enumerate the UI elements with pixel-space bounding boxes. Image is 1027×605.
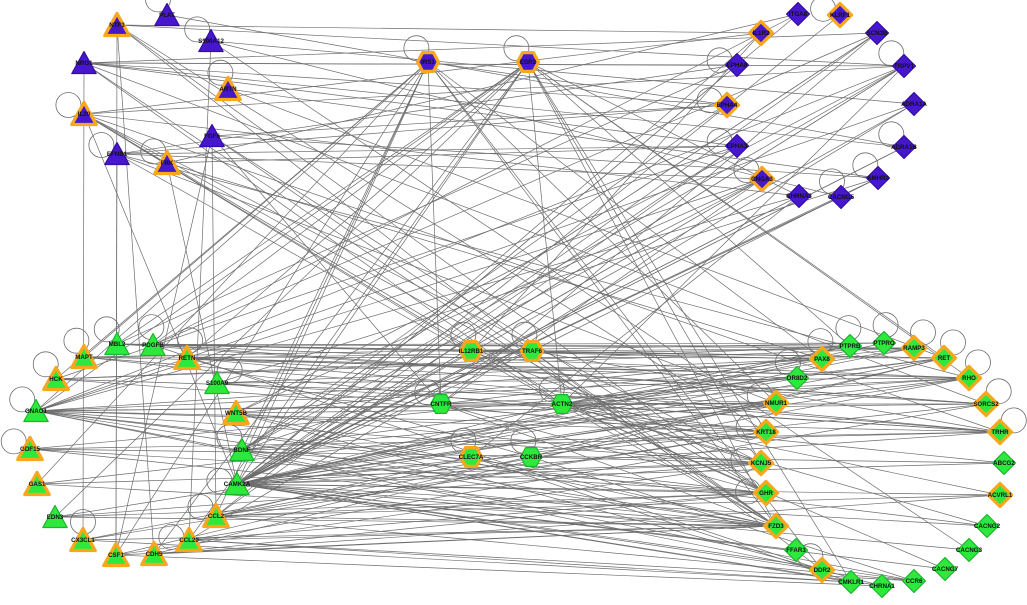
svg-text:CCKBR: CCKBR xyxy=(520,454,543,461)
svg-text:RETN: RETN xyxy=(179,355,196,362)
svg-text:IL12RB1: IL12RB1 xyxy=(459,348,484,355)
svg-text:CHRNA1: CHRNA1 xyxy=(869,583,895,590)
svg-text:ACVRL1: ACVRL1 xyxy=(988,492,1013,499)
svg-text:SCN3B: SCN3B xyxy=(867,30,889,37)
svg-text:TRPV1: TRPV1 xyxy=(894,63,915,70)
svg-text:CAMK2A: CAMK2A xyxy=(224,481,251,488)
svg-text:NMUR1: NMUR1 xyxy=(765,400,788,407)
svg-text:CHRNA3: CHRNA3 xyxy=(786,193,812,200)
svg-text:HCK: HCK xyxy=(49,376,63,383)
svg-text:CLEC7A: CLEC7A xyxy=(459,454,484,461)
svg-text:RAMP3: RAMP3 xyxy=(903,345,925,352)
svg-text:CCR6: CCR6 xyxy=(906,578,923,585)
svg-text:EPHA4: EPHA4 xyxy=(717,102,738,109)
svg-text:AMHR2: AMHR2 xyxy=(867,175,890,182)
svg-text:CMKLR1: CMKLR1 xyxy=(838,579,864,586)
svg-text:KLRF1: KLRF1 xyxy=(830,12,850,19)
svg-text:CACNG2: CACNG2 xyxy=(974,523,1001,530)
svg-text:ACTN2: ACTN2 xyxy=(552,401,573,408)
svg-text:ADRA1A: ADRA1A xyxy=(901,101,927,108)
svg-text:ESR2: ESR2 xyxy=(520,59,537,66)
svg-text:PTPRB: PTPRB xyxy=(840,343,862,350)
svg-text:FGF6: FGF6 xyxy=(204,133,220,140)
svg-text:ABCG2: ABCG2 xyxy=(993,460,1015,467)
svg-text:CACNG7: CACNG7 xyxy=(932,566,959,573)
svg-text:PLAT: PLAT xyxy=(159,12,175,19)
svg-text:CCL2: CCL2 xyxy=(208,513,225,520)
svg-text:KRT18: KRT18 xyxy=(756,429,776,436)
svg-text:GHR: GHR xyxy=(759,490,773,497)
svg-text:OR8D2: OR8D2 xyxy=(787,375,808,382)
svg-text:GDF15: GDF15 xyxy=(20,446,41,453)
svg-text:EFNB1: EFNB1 xyxy=(107,151,128,158)
svg-text:CDH5: CDH5 xyxy=(146,551,163,558)
svg-text:PTPRO: PTPRO xyxy=(873,340,895,347)
svg-text:GNAO1: GNAO1 xyxy=(25,408,48,415)
svg-text:S100A9: S100A9 xyxy=(206,380,229,387)
svg-text:MAPT: MAPT xyxy=(75,354,93,361)
svg-text:EPHA8: EPHA8 xyxy=(727,62,748,69)
svg-text:EPHA3: EPHA3 xyxy=(727,143,748,150)
svg-text:CX3CL1: CX3CL1 xyxy=(71,537,95,544)
svg-text:ITGA8: ITGA8 xyxy=(789,11,808,18)
svg-text:IL1R2: IL1R2 xyxy=(753,30,770,37)
svg-text:CSF1: CSF1 xyxy=(108,552,124,559)
svg-text:CNGA3: CNGA3 xyxy=(751,176,773,183)
svg-text:FZD3: FZD3 xyxy=(768,523,784,530)
svg-text:BDNF: BDNF xyxy=(233,447,250,454)
svg-text:IL20: IL20 xyxy=(78,111,91,118)
svg-text:NTF3: NTF3 xyxy=(109,22,125,29)
svg-text:MBL2: MBL2 xyxy=(109,341,126,348)
svg-text:WNT5B: WNT5B xyxy=(225,410,248,417)
svg-text:TRHR: TRHR xyxy=(991,429,1009,436)
svg-text:S100A12: S100A12 xyxy=(198,38,224,45)
svg-text:CACNG3: CACNG3 xyxy=(956,547,983,554)
svg-text:FRK: FRK xyxy=(161,160,174,167)
svg-text:DDR2: DDR2 xyxy=(814,567,831,574)
svg-text:RET: RET xyxy=(938,355,951,362)
svg-text:TRAF6: TRAF6 xyxy=(522,348,542,355)
svg-text:RHO: RHO xyxy=(962,375,976,382)
svg-text:GAS1: GAS1 xyxy=(29,481,46,488)
svg-text:CNTFR: CNTFR xyxy=(431,401,452,408)
svg-text:NRG1: NRG1 xyxy=(75,60,93,67)
svg-text:ARTN: ARTN xyxy=(219,86,237,93)
svg-text:ADRA1B: ADRA1B xyxy=(891,144,917,151)
svg-text:PDGFB: PDGFB xyxy=(142,342,164,349)
svg-text:CCL20: CCL20 xyxy=(179,537,199,544)
svg-text:PAX8: PAX8 xyxy=(814,356,830,363)
svg-text:CACNG5: CACNG5 xyxy=(828,194,855,201)
svg-text:EDN3: EDN3 xyxy=(47,514,64,521)
svg-text:KCNJ5: KCNJ5 xyxy=(751,460,772,467)
svg-text:SORCS2: SORCS2 xyxy=(973,401,999,408)
svg-text:FFAR3: FFAR3 xyxy=(786,547,806,554)
svg-text:IRS1: IRS1 xyxy=(421,59,435,66)
